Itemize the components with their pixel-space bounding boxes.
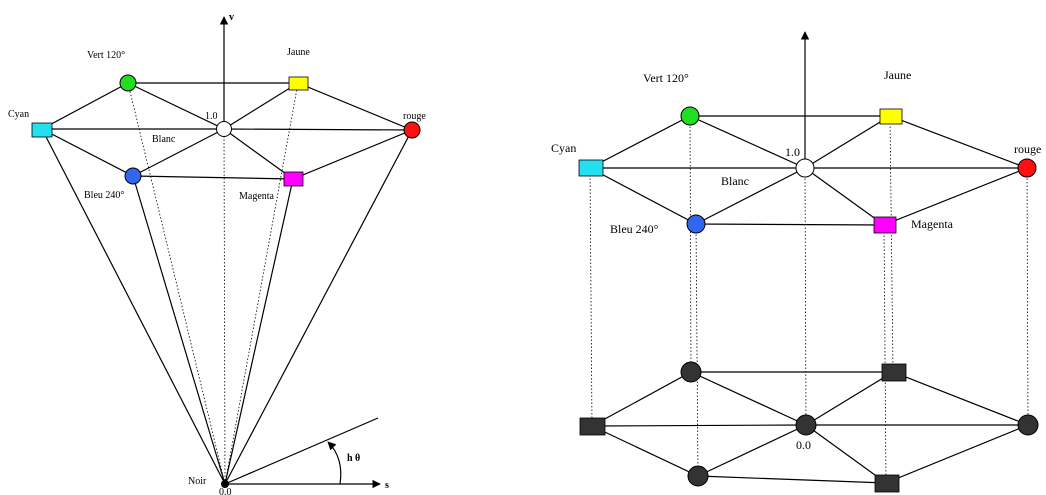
cyan-node — [31, 122, 53, 138]
prism-bottom-node-magenta — [874, 474, 900, 493]
value-top-label: 1.0 — [205, 111, 218, 122]
prism-top-spoke-magenta — [804, 167, 885, 226]
jaune-label: Jaune — [287, 47, 310, 58]
v-axis-label: v — [229, 12, 234, 23]
prism-blanc-node — [795, 158, 815, 178]
prism-cyan-node — [578, 159, 604, 177]
hexprism-diagram: Vert 120° Jaune Cyan rouge 1.0 Blanc Ble… — [551, 31, 1041, 493]
prism-dotted-bleu — [695, 223, 699, 477]
prism-jaune-label: Jaune — [884, 68, 911, 82]
prism-bottom-spoke-b — [805, 371, 894, 426]
hue-angle-label: h θ — [347, 453, 360, 464]
prism-cyan-label: Cyan — [551, 141, 576, 155]
prism-dotted-cyan — [589, 167, 593, 427]
prism-bottom-node-vert — [680, 361, 702, 383]
prism-magenta-node — [873, 216, 897, 234]
rouge-label: rouge — [403, 111, 426, 122]
prism-bottom-node-bleu — [687, 465, 709, 487]
noir-node — [221, 480, 229, 488]
prism-rouge-label: rouge — [1014, 142, 1041, 156]
prism-bottom-node-cyan — [579, 417, 606, 436]
prism-top-spoke-vert — [689, 115, 806, 169]
rouge-node — [403, 121, 421, 139]
prism-bottom-spoke-c — [591, 424, 807, 427]
prism-blanc-label: Blanc — [721, 174, 749, 188]
prism-bleu-node — [686, 214, 706, 234]
hue-ray — [224, 417, 379, 485]
jaune-node — [288, 76, 309, 91]
prism-top-spoke-bleu — [695, 167, 806, 225]
blanc-label: Blanc — [152, 134, 176, 145]
hue-angle-arc — [327, 441, 342, 485]
hexcone-edge-magenta — [224, 178, 294, 485]
hexcone-dotted-line-jaune — [224, 82, 299, 485]
prism-bottom-spoke-e — [697, 424, 807, 477]
prism-bottom-spoke-a — [690, 371, 807, 426]
hexcone-diagram: v s h θ Vert 120° Jaune Cyan rouge 1.0 B… — [8, 12, 426, 495]
hexcone-spoke-vert — [127, 82, 225, 130]
prism-dotted-magenta — [883, 224, 887, 484]
hexcone-edge-cyan — [41, 128, 226, 485]
magenta-node — [283, 171, 304, 187]
hexcone-spoke-rouge — [223, 128, 413, 131]
prism-rouge-node — [1017, 158, 1037, 178]
prism-dotted-rouge — [1026, 167, 1029, 426]
prism-magenta-label: Magenta — [911, 217, 954, 231]
bleu-label: Bleu 240° — [84, 190, 124, 201]
hexcone-spoke-magenta — [223, 128, 294, 180]
prism-top-spoke-jaune — [804, 115, 891, 169]
hexcone-edge-rouge — [224, 129, 413, 485]
hexcone-dotted-line-blanc — [223, 128, 226, 485]
bleu-node — [124, 167, 142, 185]
prism-bleu-label: Bleu 240° — [610, 222, 659, 236]
prism-value-top-label: 1.0 — [785, 145, 800, 159]
prism-bottom-spoke-f — [805, 424, 887, 484]
prism-bottom-node-jaune — [881, 363, 907, 382]
hexcone-edge-bleu — [132, 175, 226, 485]
blanc-node — [216, 121, 232, 137]
s-axis-label: s — [385, 480, 389, 491]
noir-label: Noir — [188, 476, 207, 487]
vert-label: Vert 120° — [87, 50, 125, 61]
prism-vert-node — [680, 106, 700, 126]
prism-bottom-node-noir — [795, 414, 817, 436]
hexcone-spoke-jaune — [223, 82, 299, 130]
prism-value-bottom-label: 0.0 — [796, 438, 811, 452]
prism-jaune-node — [879, 108, 903, 125]
prism-dotted-jaune — [889, 115, 894, 373]
prism-dotted-blanc — [804, 167, 807, 426]
cyan-label: Cyan — [8, 109, 29, 120]
hexcone-dotted-line-vert — [127, 82, 226, 485]
prism-bottom-node-rouge — [1017, 414, 1039, 436]
prism-dotted-vert — [689, 115, 692, 373]
vert-node — [119, 74, 137, 92]
prism-vert-label: Vert 120° — [643, 71, 689, 85]
value-bottom-label: 0.0 — [219, 487, 232, 495]
magenta-label: Magenta — [239, 191, 275, 202]
hexcone-spoke-bleu — [132, 128, 225, 177]
